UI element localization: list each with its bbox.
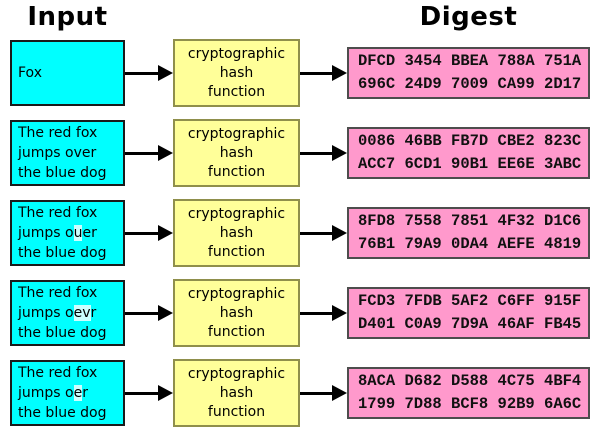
digest-box: 8ACA D682 D588 4C75 4BF4 1799 7D88 BCF8 … [347,367,590,419]
arrow-shaft [300,391,332,395]
arrow-shaft [125,391,158,395]
arrow-head [332,305,347,321]
arrow-right-icon [300,305,347,321]
digest-line-2: D401 C0A9 7D9A 46AF FB45 [358,315,582,333]
arrow-head [332,385,347,401]
hash-function-label: cryptographic hash function [187,45,286,100]
input-text: The red fox jumps oer the blue dog [18,365,107,421]
arrow-shaft [300,311,332,315]
header-row: Input Digest [10,0,600,33]
arrow-right-icon [300,145,347,161]
arrow-head [158,225,173,241]
arrow-right-icon [300,225,347,241]
hash-function-box: cryptographic hash function [173,199,300,267]
arrow-shaft [125,151,158,155]
hash-function-box: cryptographic hash function [173,359,300,427]
hash-function-label: cryptographic hash function [187,365,286,420]
digest-box: 8FD8 7558 7851 4F32 D1C6 76B1 79A9 0DA4 … [347,207,590,259]
digest-line-1: 8ACA D682 D588 4C75 4BF4 [358,372,582,390]
digest-box: 0086 46BB FB7D CBE2 823C ACC7 6CD1 90B1 … [347,127,590,179]
arrow-right-icon [125,65,173,81]
arrow-shaft [125,311,158,315]
digest-line-1: FCD3 7FDB 5AF2 C6FF 915F [358,292,582,310]
arrow-shaft [125,71,158,75]
digest-header: Digest [419,1,518,32]
digest-line-2: 696C 24D9 7009 CA99 2D17 [358,75,582,93]
diagram-row-2: The red fox jumps over the blue dog cryp… [10,113,600,193]
arrow-head [332,65,347,81]
hash-function-label: cryptographic hash function [187,285,286,340]
hash-function-label: cryptographic hash function [187,125,286,180]
diagram-row-1: Fox cryptographic hash function DFCD 345… [10,33,600,113]
digest-box: FCD3 7FDB 5AF2 C6FF 915F D401 C0A9 7D9A … [347,287,590,339]
input-box: The red fox jumps oevr the blue dog [10,280,125,346]
input-text: Fox [18,65,42,81]
arrow-right-icon [125,385,173,401]
arrow-right-icon [300,65,347,81]
arrow-right-icon [125,145,173,161]
diagram-row-5: The red fox jumps oer the blue dog crypt… [10,353,600,433]
input-box: The red fox jumps over the blue dog [10,120,125,186]
input-text: The red fox jumps over the blue dog [18,125,107,181]
arrow-shaft [300,151,332,155]
digest-line-2: ACC7 6CD1 90B1 EE6E 3ABC [358,155,582,173]
digest-box: DFCD 3454 BBEA 788A 751A 696C 24D9 7009 … [347,47,590,99]
diagram-row-3: The red fox jumps ouer the blue dog cryp… [10,193,600,273]
arrow-head [332,145,347,161]
diagram-row-4: The red fox jumps oevr the blue dog cryp… [10,273,600,353]
digest-line-1: 0086 46BB FB7D CBE2 823C [358,132,582,150]
arrow-head [158,305,173,321]
input-text: The red fox jumps ouer the blue dog [18,205,107,261]
arrow-shaft [300,231,332,235]
arrow-right-icon [125,305,173,321]
digest-line-2: 76B1 79A9 0DA4 AEFE 4819 [358,235,582,253]
hash-function-box: cryptographic hash function [173,39,300,107]
arrow-right-icon [125,225,173,241]
arrow-right-icon [300,385,347,401]
arrow-head [158,145,173,161]
arrow-shaft [125,231,158,235]
digest-line-1: DFCD 3454 BBEA 788A 751A [358,52,582,70]
hash-function-label: cryptographic hash function [187,205,286,260]
arrow-shaft [300,71,332,75]
input-text: The red fox jumps oevr the blue dog [18,285,107,341]
digest-line-2: 1799 7D88 BCF8 92B9 6A6C [358,395,582,413]
arrow-head [158,65,173,81]
input-box: Fox [10,40,125,106]
digest-line-1: 8FD8 7558 7851 4F32 D1C6 [358,212,582,230]
input-box: The red fox jumps oer the blue dog [10,360,125,426]
hash-function-box: cryptographic hash function [173,119,300,187]
arrow-head [332,225,347,241]
hash-function-box: cryptographic hash function [173,279,300,347]
input-header: Input [27,1,108,32]
arrow-head [158,385,173,401]
input-box: The red fox jumps ouer the blue dog [10,200,125,266]
